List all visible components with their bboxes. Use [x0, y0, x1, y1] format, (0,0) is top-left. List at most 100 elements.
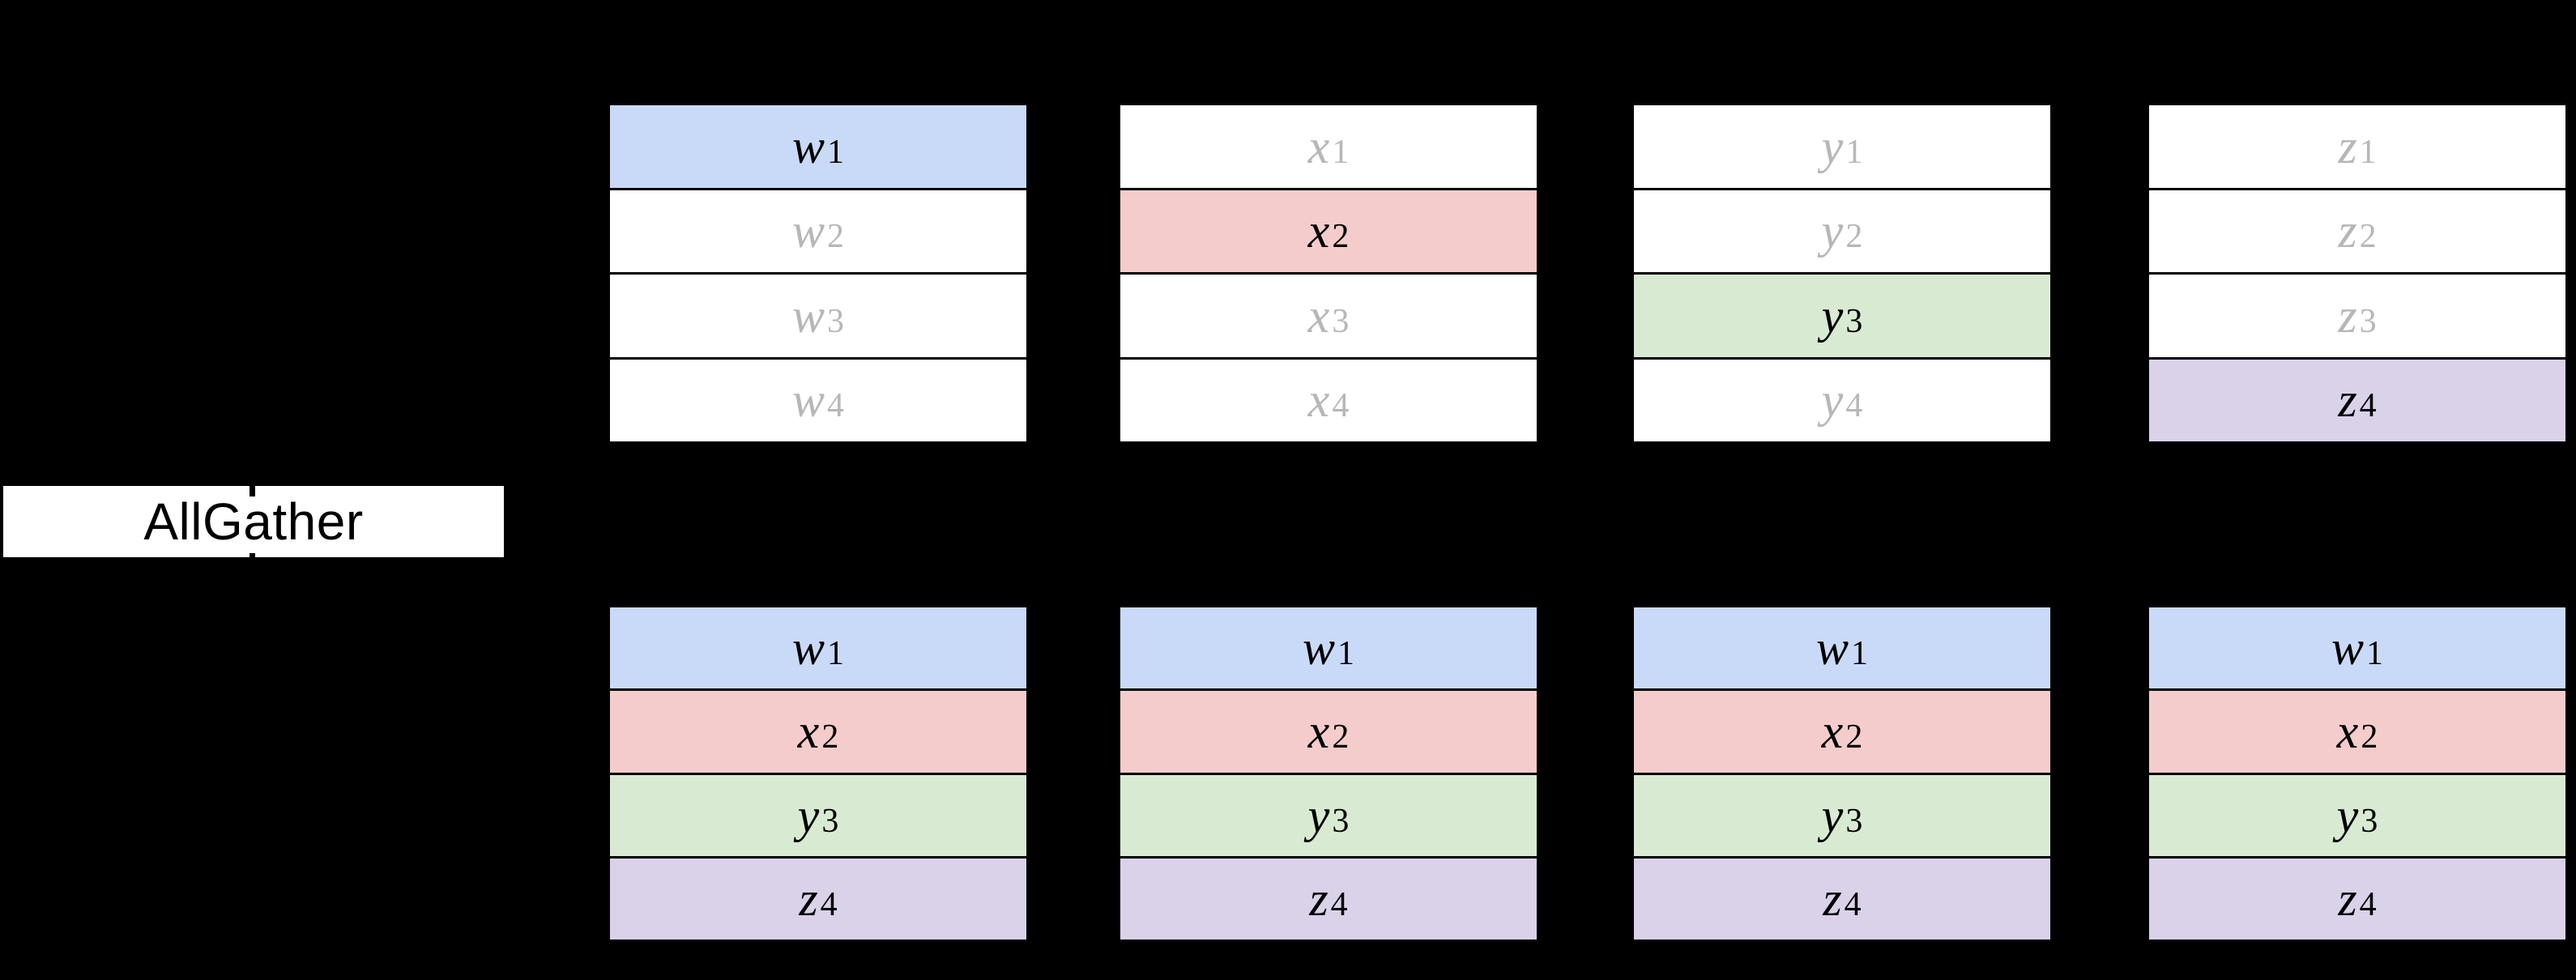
cell-variable: z [2338, 204, 2357, 258]
cell-w1: w1 [1634, 607, 2050, 689]
cell-variable: w [791, 119, 825, 173]
cell-variable: w [791, 621, 825, 675]
cell-label: z4 [2338, 875, 2376, 923]
cell-variable: w [1302, 621, 1336, 675]
cell-variable: z [1309, 871, 1329, 926]
cell-subscript: 3 [2361, 802, 2378, 840]
cell-subscript: 2 [827, 218, 845, 256]
cell-z4: z4 [1120, 858, 1537, 940]
cell-variable: x [1307, 119, 1330, 173]
cell-label: y3 [1308, 791, 1350, 840]
cell-z4: z4 [2149, 359, 2565, 441]
cell-variable: w [791, 288, 825, 343]
cell-label: x2 [1308, 207, 1350, 255]
cell-subscript: 3 [1845, 302, 1863, 340]
cell-label: x2 [2337, 707, 2378, 756]
cell-w4: w4 [610, 359, 1026, 441]
cell-subscript: 2 [2361, 718, 2378, 756]
cell-z4: z4 [1634, 858, 2050, 940]
cell-w2: w2 [610, 190, 1026, 272]
tick-mark-bottom [249, 553, 255, 565]
before-device-2: x1 x2 x3 x4 [1118, 103, 1539, 444]
cell-variable: x [1307, 204, 1330, 258]
cell-x3: x3 [1120, 275, 1537, 357]
cell-label: x2 [1308, 707, 1350, 756]
cell-subscript: 2 [1845, 218, 1863, 256]
cell-y4: y4 [1634, 359, 2050, 441]
cell-w1: w1 [1120, 607, 1537, 689]
cell-variable: z [2338, 871, 2357, 926]
allgather-label-box: AllGather [3, 486, 504, 557]
allgather-label: AllGather [143, 492, 364, 551]
cell-z2: z2 [2149, 190, 2565, 272]
cell-label: z4 [1823, 875, 1861, 923]
cell-subscript: 2 [2359, 218, 2377, 256]
cell-label: w4 [792, 376, 844, 424]
cell-subscript: 4 [1844, 885, 1862, 923]
cell-w3: w3 [610, 275, 1026, 357]
before-device-3: y1 y2 y3 y4 [1631, 103, 2053, 444]
cell-label: y3 [1822, 292, 1863, 340]
cell-label: w3 [792, 292, 844, 340]
cell-label: y4 [1822, 376, 1863, 424]
cell-subscript: 3 [827, 302, 845, 340]
cell-y3: y3 [1634, 275, 2050, 357]
cell-label: w1 [792, 122, 844, 171]
cell-label: z4 [799, 875, 837, 923]
cell-variable: w [2331, 621, 2365, 675]
before-device-4: z1 z2 z3 z4 [2147, 103, 2568, 444]
cell-subscript: 3 [1845, 802, 1863, 840]
cell-y3: y3 [1120, 774, 1537, 856]
cell-variable: x [1307, 705, 1330, 759]
cell-subscript: 2 [1845, 718, 1863, 756]
cell-label: w1 [2331, 624, 2383, 672]
cell-subscript: 3 [1332, 302, 1350, 340]
cell-subscript: 4 [827, 387, 845, 425]
cell-x1: x1 [1120, 105, 1537, 188]
cell-label: y3 [1822, 791, 1863, 840]
cell-z4: z4 [610, 858, 1026, 940]
cell-subscript: 4 [1332, 387, 1350, 425]
after-device-3: w1 x2 y3 z4 [1631, 605, 2053, 942]
cell-w1: w1 [610, 105, 1026, 188]
cell-variable: z [2338, 373, 2357, 428]
cell-variable: y [1821, 204, 1844, 258]
cell-subscript: 4 [1330, 885, 1348, 923]
cell-subscript: 3 [821, 802, 839, 840]
cell-label: x2 [1822, 707, 1863, 756]
cell-subscript: 2 [821, 718, 839, 756]
cell-label: w1 [1303, 624, 1354, 672]
cell-subscript: 1 [827, 133, 845, 171]
cell-label: z3 [2338, 292, 2376, 340]
cell-subscript: 1 [2359, 133, 2377, 171]
cell-variable: w [791, 204, 825, 258]
cell-y1: y1 [1634, 105, 2050, 188]
cell-variable: x [1307, 373, 1330, 428]
cell-z1: z1 [2149, 105, 2565, 188]
cell-subscript: 1 [1337, 635, 1355, 673]
after-device-4: w1 x2 y3 z4 [2147, 605, 2568, 942]
cell-subscript: 1 [827, 635, 845, 673]
cell-subscript: 4 [2359, 387, 2377, 425]
cell-label: x3 [1308, 292, 1350, 340]
cell-variable: z [1823, 871, 1842, 926]
cell-variable: y [1821, 373, 1844, 428]
cell-variable: x [2336, 705, 2359, 759]
cell-variable: y [1307, 788, 1330, 842]
cell-label: x2 [798, 707, 839, 756]
cell-y3: y3 [2149, 774, 2565, 856]
cell-label: w1 [1816, 624, 1868, 672]
cell-label: w1 [792, 624, 844, 672]
before-device-1: w1 w2 w3 w4 [608, 103, 1029, 444]
cell-subscript: 4 [1845, 387, 1863, 425]
cell-label: x1 [1308, 122, 1350, 171]
cell-label: z4 [2338, 376, 2376, 424]
cell-variable: w [1815, 621, 1849, 675]
cell-variable: z [2338, 288, 2357, 343]
cell-variable: z [2338, 119, 2357, 173]
cell-x2: x2 [1120, 691, 1537, 773]
cell-label: z4 [1309, 875, 1347, 923]
after-device-1: w1 x2 y3 z4 [608, 605, 1029, 942]
